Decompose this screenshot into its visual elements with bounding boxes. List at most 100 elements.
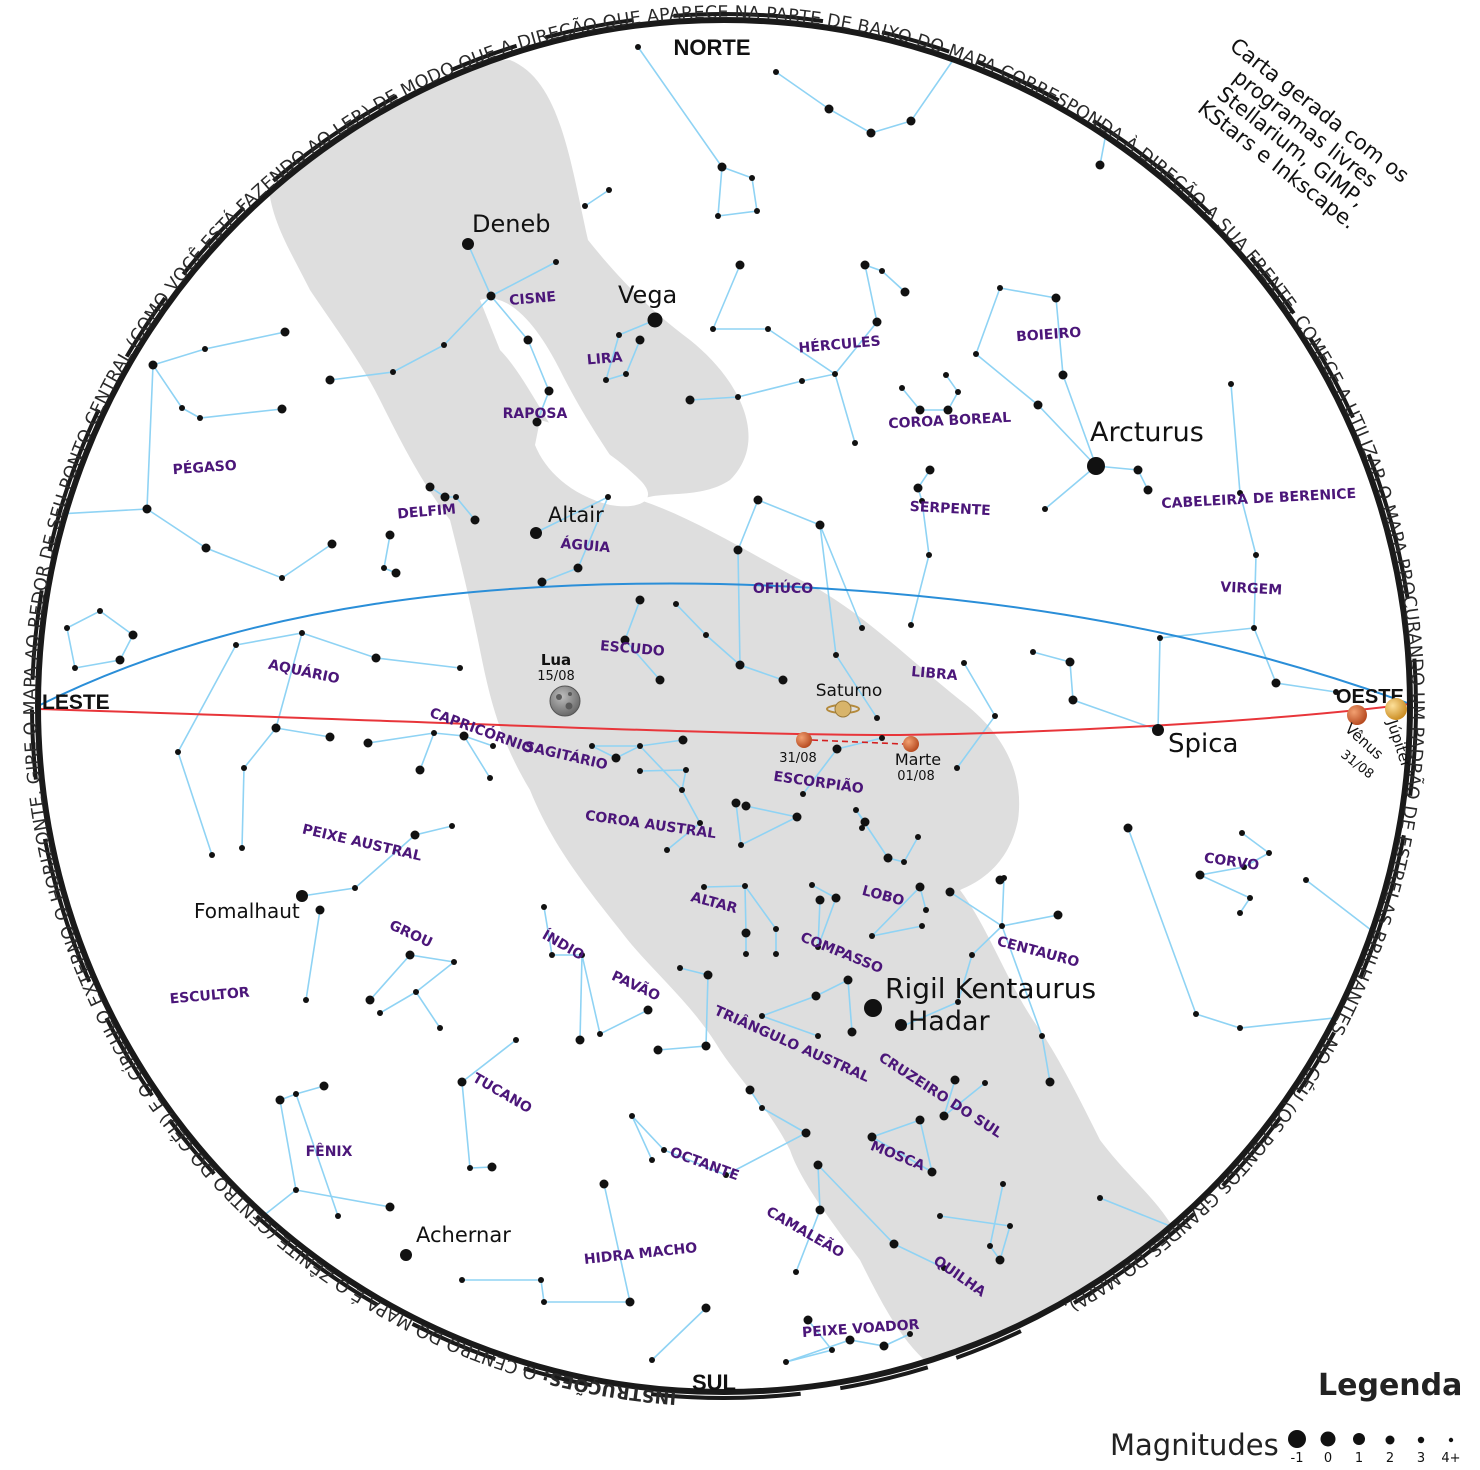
star-dot (741, 801, 751, 811)
constellation-line (461, 1039, 517, 1083)
star-dot (325, 732, 335, 742)
star-dot (148, 360, 158, 370)
constellation-line (737, 499, 784, 681)
legend-dot-mag-2 (1385, 1435, 1395, 1445)
star-dot (941, 1265, 947, 1271)
star-dot (1051, 293, 1061, 303)
star-dot (279, 575, 285, 581)
star-label: Hadar (908, 1006, 991, 1037)
star-dot (513, 1037, 519, 1043)
star-dot (653, 1045, 663, 1055)
star-dot (635, 44, 641, 50)
star-dot (649, 1357, 655, 1363)
star-dot (913, 483, 923, 493)
legend-dot-mag-4 (1448, 1437, 1454, 1443)
star-dot (735, 260, 745, 270)
star-dot (919, 498, 925, 504)
star-dot (1251, 625, 1257, 631)
star-dot (900, 287, 910, 297)
star-dot (754, 208, 760, 214)
star-dot (852, 440, 858, 446)
constellation-line (703, 885, 777, 954)
star-dot (293, 1091, 299, 1097)
constellation-label: SERPENTE (909, 499, 991, 519)
star-dot (72, 665, 78, 671)
constellation-line (379, 991, 417, 1014)
star-dot (860, 817, 870, 827)
constellation-line (295, 1189, 391, 1208)
star-dot (815, 944, 821, 950)
star-dot (697, 820, 703, 826)
star-dot (1033, 400, 1043, 410)
constellation-line (631, 1115, 807, 1176)
legend-dot-mag-1 (1353, 1433, 1365, 1445)
star-label: Fomalhaut (194, 899, 300, 923)
legend-dot-mag-3 (1417, 1436, 1425, 1444)
star-dot (467, 1165, 473, 1171)
star-dot (371, 653, 381, 663)
star-dot (377, 1010, 383, 1016)
legend-magnitudes-label: Magnitudes (1110, 1428, 1279, 1462)
constellation-line (146, 508, 333, 579)
star-dot (831, 893, 841, 903)
star-dot (1239, 830, 1245, 836)
star-dot (637, 768, 643, 774)
star-dot (597, 1031, 603, 1037)
star-dot-spica (1152, 724, 1164, 736)
constellation-line (939, 1215, 1011, 1227)
star-dot (1253, 552, 1259, 558)
star-dot (845, 1335, 855, 1345)
direction-east: LESTE (42, 691, 110, 714)
bright-stars: DenebVegaArcturusAltairSpicaFomalhautRig… (194, 210, 1238, 1261)
star-dot (701, 1041, 711, 1051)
star-dot (649, 1157, 655, 1163)
star-dot (867, 1132, 877, 1142)
star-dot (843, 975, 853, 985)
star-dot (723, 1172, 729, 1178)
star-dot (589, 743, 595, 749)
star-dot (611, 753, 621, 763)
star-dot (620, 635, 630, 645)
star-dot (793, 1269, 799, 1275)
horizon-terrain (30, 12, 1418, 1400)
star-dot (381, 565, 387, 571)
star-dot (209, 852, 215, 858)
star-dot (459, 1277, 465, 1283)
star-dot (703, 632, 709, 638)
constellation-line (989, 1183, 1011, 1262)
constellation-line (811, 884, 837, 948)
star-dot (997, 285, 1003, 291)
star-dot-rigil-kentaurus (864, 999, 882, 1017)
star-label: Altair (548, 503, 604, 527)
star-dot (391, 568, 401, 578)
constellation-label: OFIÚCO (753, 579, 813, 597)
star-dot (459, 731, 469, 741)
star-dot (179, 405, 185, 411)
star-dot (907, 1331, 913, 1337)
legend-magnitude-values: -1 0 1 2 3 4+ (1291, 1451, 1461, 1466)
star-dot (544, 386, 554, 396)
moon: Lua 15/08 (537, 651, 581, 717)
star-dot (874, 715, 880, 721)
star-dot (327, 539, 337, 549)
star-dot (742, 883, 748, 889)
star-dot (97, 608, 103, 614)
star-dot (486, 291, 496, 301)
star-dot (860, 260, 870, 270)
star-dot (1157, 635, 1163, 641)
star-dot (982, 1080, 988, 1086)
star-dot-arcturus (1087, 457, 1105, 475)
constellation-line (584, 189, 610, 207)
legend-dot-mag-0 (1320, 1431, 1336, 1447)
star-dot (710, 326, 716, 332)
star-dot (731, 798, 741, 808)
star-dot (1095, 160, 1105, 170)
saturn-icon (834, 700, 852, 718)
horizon-circle (35, 17, 1413, 1395)
star-dot (239, 845, 245, 851)
constellation-line (235, 632, 461, 669)
star-dot-vega (647, 312, 663, 328)
star-dot (1333, 689, 1339, 695)
constellation-label: DELFIM (397, 501, 457, 522)
legend-mag-value: 0 (1324, 1451, 1332, 1466)
